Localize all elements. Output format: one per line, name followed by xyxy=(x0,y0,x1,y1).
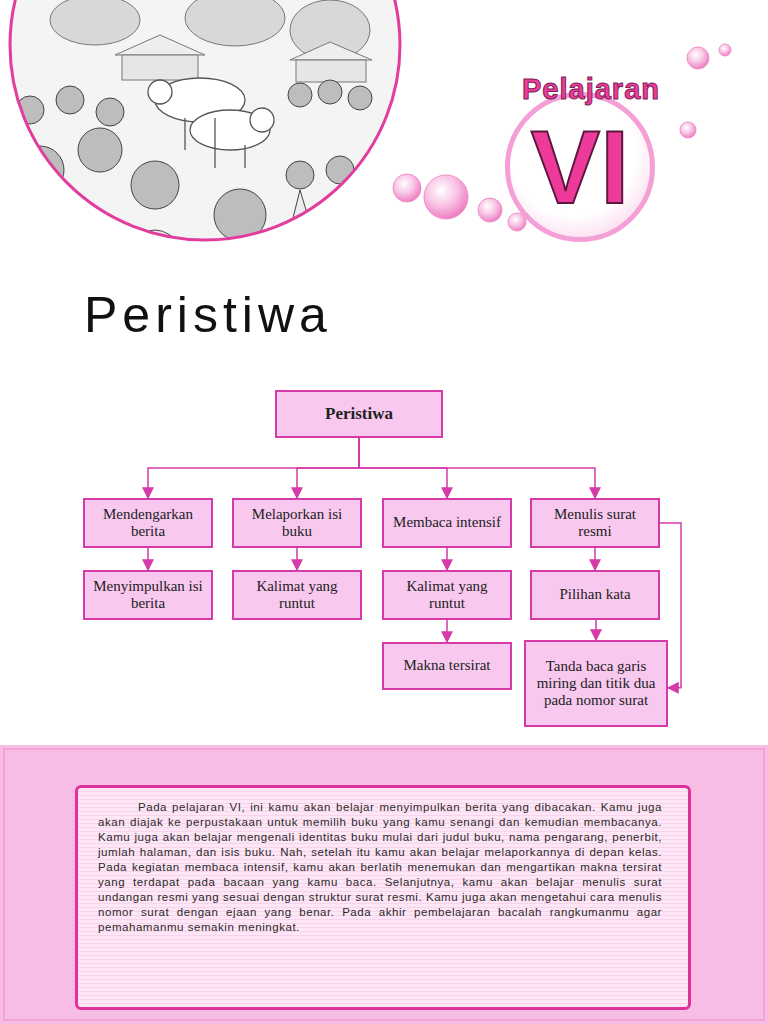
node-text: Tanda baca garis miring dan titik dua pa… xyxy=(532,658,660,710)
node-text: Mendengarkan berita xyxy=(91,506,205,541)
node-text: Menulis surat resmi xyxy=(538,506,652,541)
bottom-band xyxy=(0,745,768,1024)
intro-panel: Pada pelajaran VI, ini kamu akan belajar… xyxy=(75,785,691,1010)
connector-arrow xyxy=(446,548,448,570)
connector-arrow xyxy=(296,548,298,570)
node-text: Melaporkan isi buku xyxy=(240,506,354,541)
node-text: Peristiwa xyxy=(325,404,393,424)
connector-arrow xyxy=(359,438,595,498)
topic-box: Mendengarkan berita xyxy=(83,498,213,548)
subtopic-box: Kalimat yang runtut xyxy=(232,570,362,620)
band-inner-border xyxy=(4,749,764,1020)
subtopic-box: Kalimat yang runtut xyxy=(382,570,512,620)
connector-arrow xyxy=(359,438,447,498)
node-text: Menyimpulkan isi berita xyxy=(91,578,205,613)
connector-arrow xyxy=(148,438,359,498)
root-box: Peristiwa xyxy=(275,390,443,438)
topic-box: Membaca intensif xyxy=(382,498,512,548)
node-text: Makna tersirat xyxy=(403,657,490,674)
connector-arrow xyxy=(147,548,149,570)
topic-box: Menulis surat resmi xyxy=(530,498,660,548)
node-text: Pilihan kata xyxy=(559,586,630,603)
decor-bubbles xyxy=(393,44,731,231)
connector-arrow xyxy=(595,620,597,640)
subtopic-box: Pilihan kata xyxy=(530,570,660,620)
subtopic-box: Menyimpulkan isi berita xyxy=(83,570,213,620)
node-text: Membaca intensif xyxy=(393,514,501,531)
page-title: Peristiwa xyxy=(84,286,332,344)
village-illustration xyxy=(0,0,410,250)
lesson-badge: PelajaranVI xyxy=(505,92,655,242)
node-text: Pada pelajaran VI, ini kamu akan belajar… xyxy=(98,800,662,935)
topic-box: Melaporkan isi buku xyxy=(232,498,362,548)
node-text: Kalimat yang runtut xyxy=(240,578,354,613)
node-text: Kalimat yang runtut xyxy=(390,578,504,613)
subtopic-box: Makna tersirat xyxy=(382,642,512,690)
connector-arrow xyxy=(594,548,596,570)
subtopic-box: Tanda baca garis miring dan titik dua pa… xyxy=(524,640,668,727)
connector-arrow xyxy=(297,438,359,498)
lesson-label: Pelajaran xyxy=(522,73,660,106)
connector-arrow xyxy=(446,620,448,642)
illustration-frame xyxy=(10,0,400,240)
lesson-number: VI xyxy=(531,115,629,219)
